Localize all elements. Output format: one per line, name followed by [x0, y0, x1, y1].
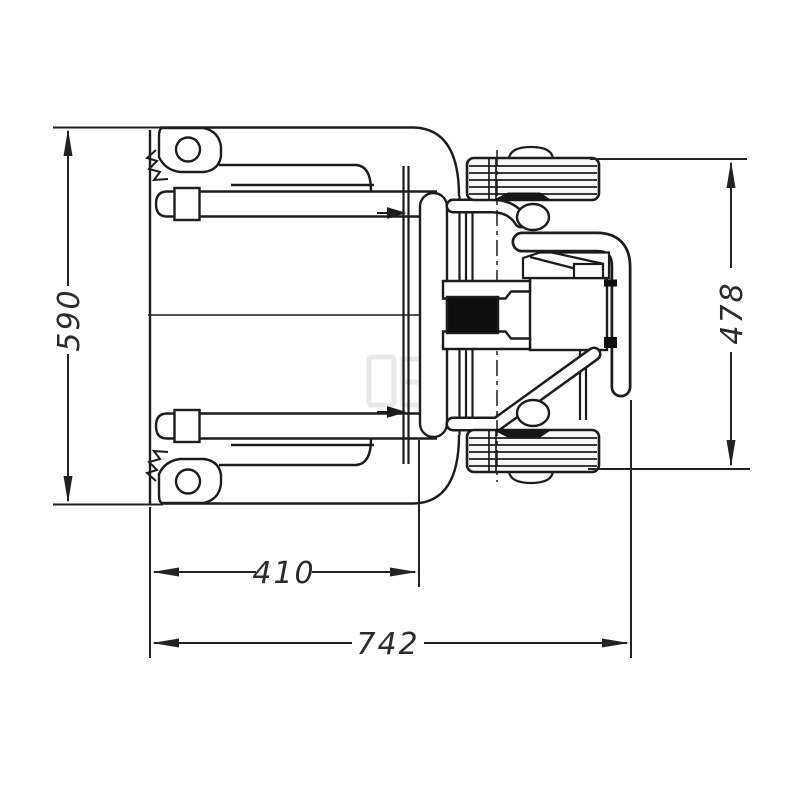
pump-body-plate [528, 276, 609, 352]
arrowhead-up [63, 129, 73, 156]
contact-pad [604, 337, 617, 348]
piston-bar-bottom [441, 330, 532, 351]
dim-label-478: 478 [715, 281, 750, 344]
pump-cylinder-block [445, 295, 500, 335]
arrowhead-down [63, 476, 73, 503]
dimension-labels: 590 478 410 742 [52, 281, 750, 662]
arrowhead-left [152, 567, 179, 577]
roller-axle-bottom [174, 468, 202, 495]
leader-arrowhead [387, 207, 407, 219]
arrowhead-right [602, 638, 629, 648]
handle-bracket [511, 231, 632, 398]
plate-leader-arrows [377, 207, 407, 418]
dim-label-410: 410 [252, 556, 315, 591]
fork-bottom-outer-edge [160, 434, 461, 505]
rod-collar-top [173, 186, 201, 222]
handle-bracket-core [514, 234, 629, 395]
leader-arrowhead [387, 406, 407, 418]
swivel-boss-bottom [515, 398, 551, 428]
handle-base-crease [551, 251, 605, 266]
handle-base-block [572, 262, 605, 280]
wheel-tread-lines-top [469, 159, 597, 199]
piston-bar-top [441, 279, 532, 300]
arrowhead-down [726, 440, 736, 467]
tip-rollers [144, 126, 223, 505]
dim-label-590: 590 [52, 288, 87, 351]
dimension-arrowheads [63, 129, 736, 648]
roller-axle-top [174, 136, 202, 163]
arrowhead-left [152, 638, 179, 648]
push-rod-top [154, 190, 437, 218]
swivel-boss-top [515, 202, 551, 232]
hydraulic-unit [441, 279, 532, 351]
wheel-mount-wedge-bottom [492, 429, 552, 438]
push-rod-bottom [154, 412, 437, 440]
fork-top-outer-edge [160, 126, 461, 197]
steer-wheels [465, 156, 601, 474]
roller-serration-top [144, 149, 169, 182]
swivels [492, 192, 552, 438]
contact-pad [604, 279, 617, 287]
forks [148, 126, 461, 505]
watermark-glyph [366, 354, 397, 408]
wheel-mount-wedge-top [492, 192, 552, 201]
handle-base [521, 251, 611, 280]
arrowhead-up [726, 161, 736, 188]
push-rods [154, 186, 437, 444]
lift-link-bar [418, 191, 449, 439]
fork-top-inner-edge [219, 163, 373, 192]
wheel-tread-lines-bottom [469, 431, 597, 471]
dim-label-742: 742 [356, 627, 419, 662]
arrowhead-right [390, 567, 417, 577]
contact-pads [604, 279, 617, 348]
fork-bottom-inner-edge [219, 438, 373, 467]
roller-serration-bottom [144, 449, 169, 482]
rod-collar-bottom [173, 408, 201, 444]
